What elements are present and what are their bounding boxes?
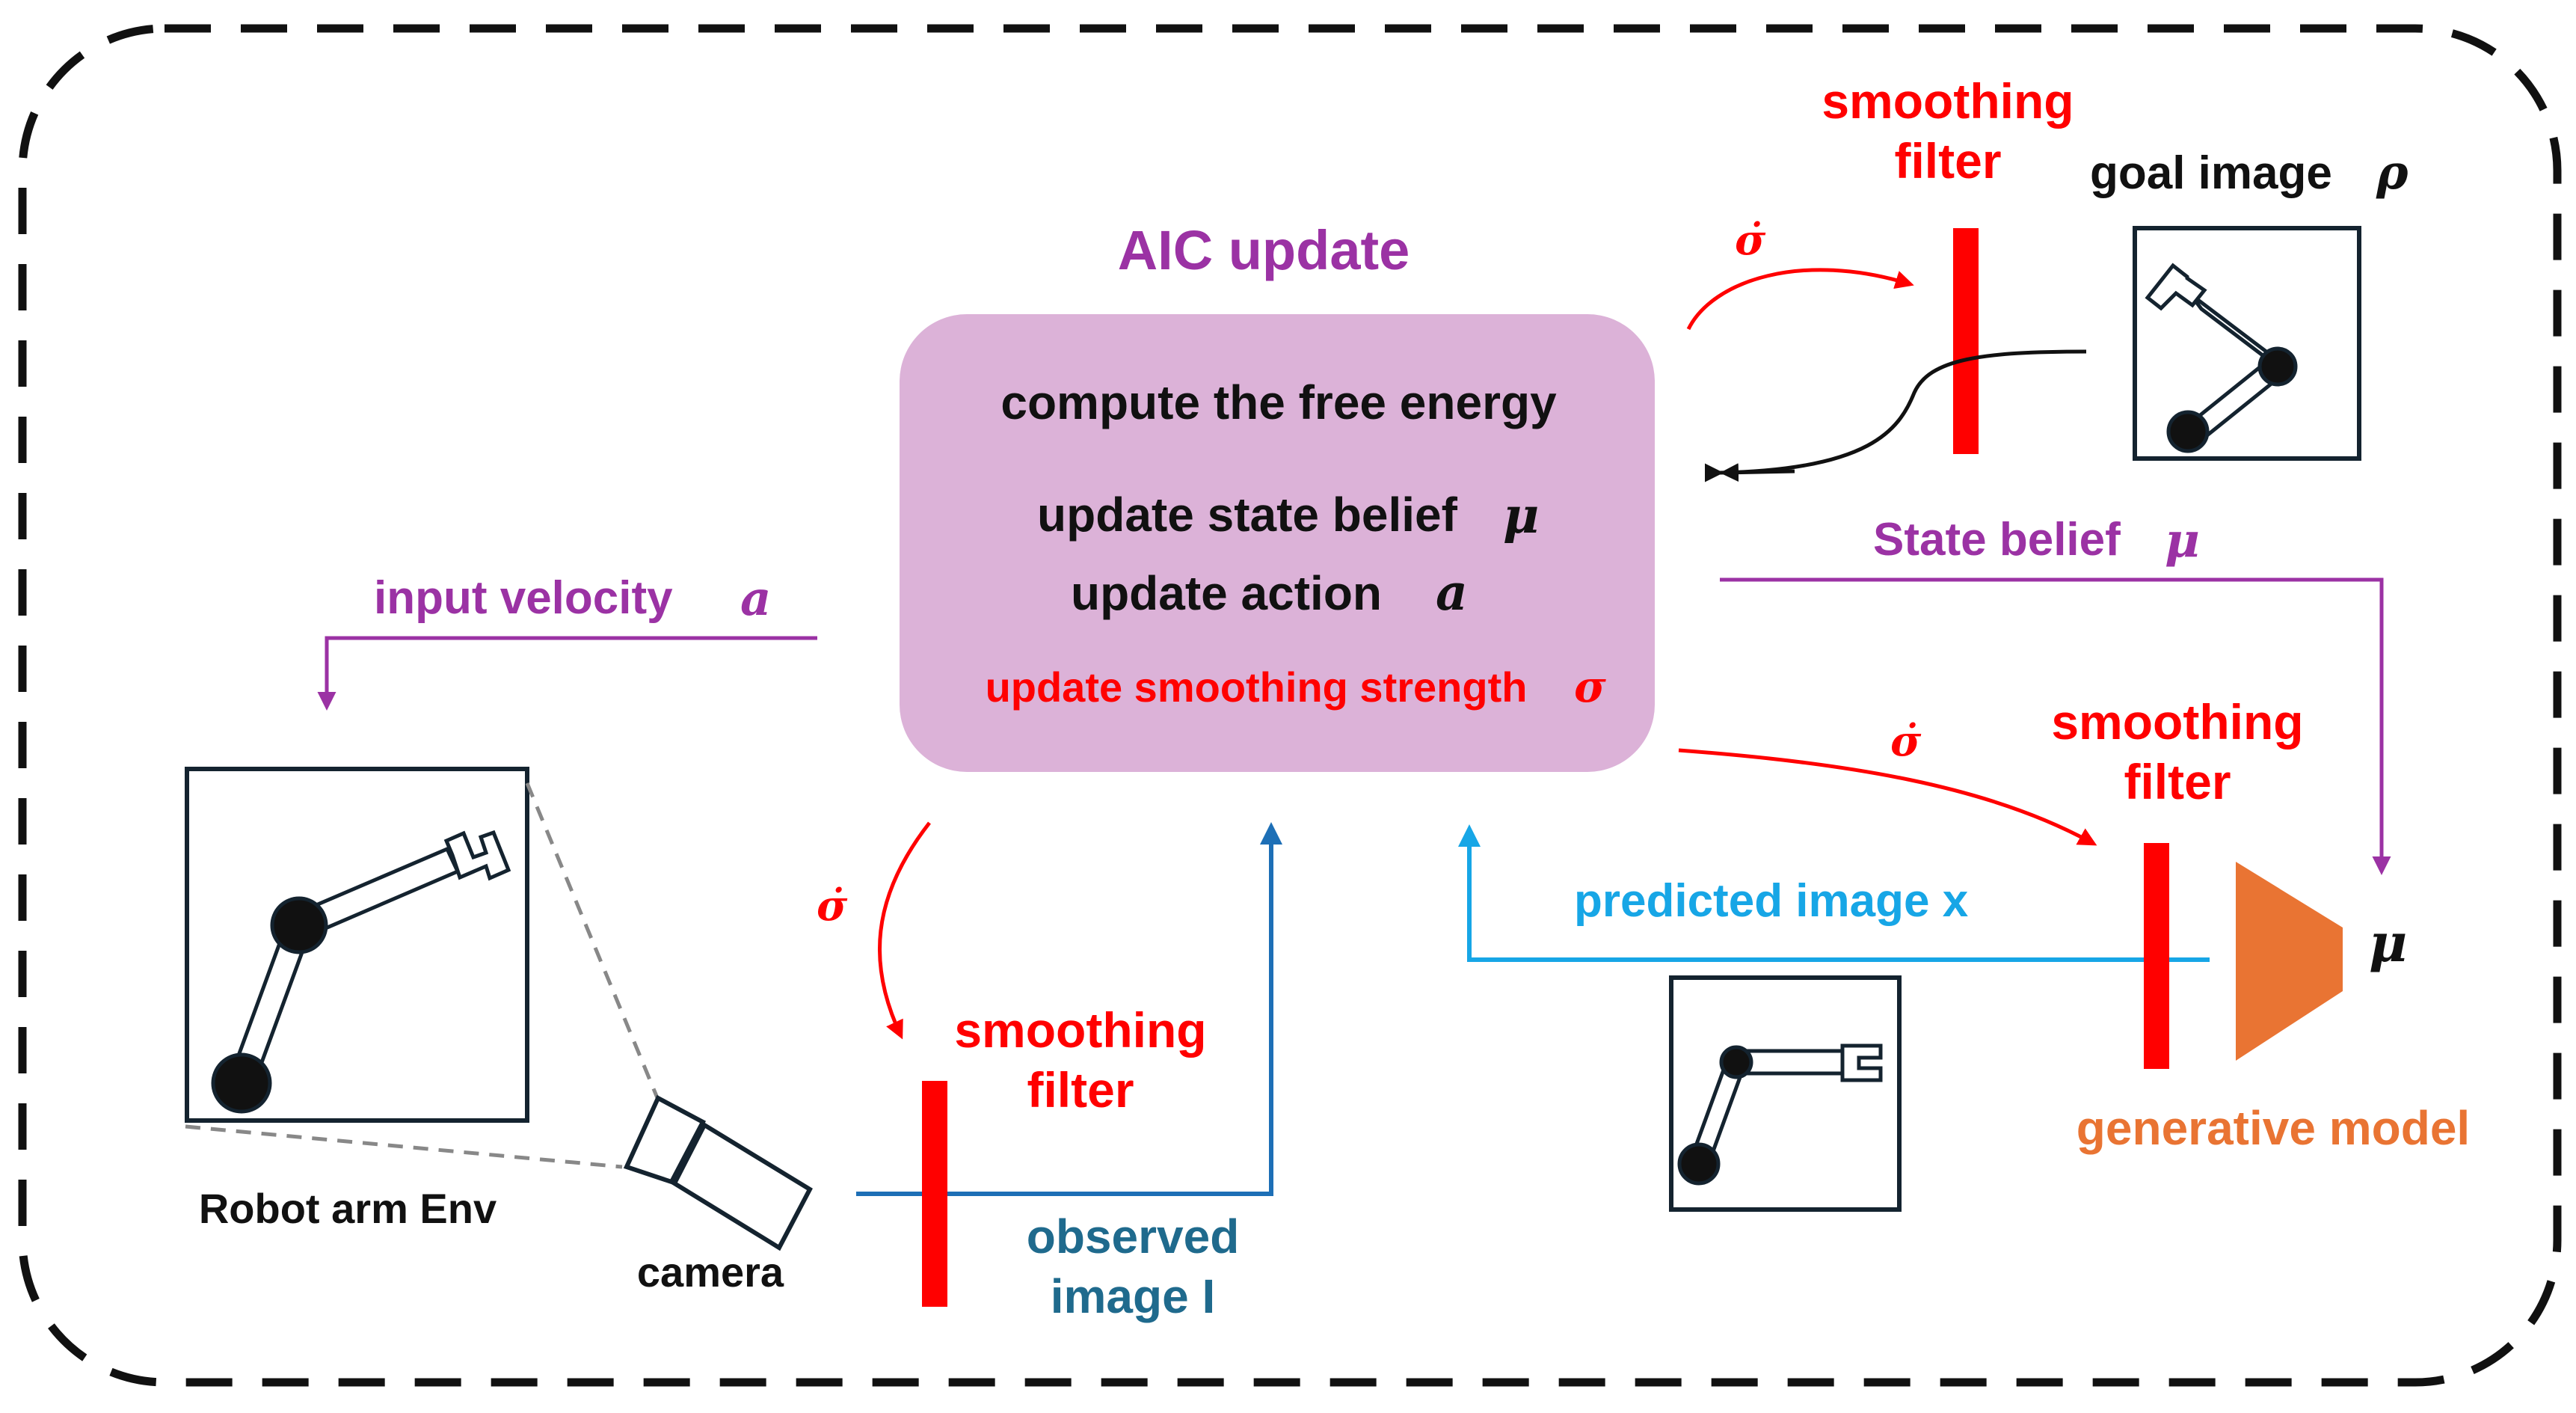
goal-to-aic-arrow: [1719, 349, 2087, 475]
robot-arm-icon: [211, 830, 511, 1114]
goal-image-sym: ρ: [2376, 144, 2409, 200]
aic-line-action: update action: [1071, 566, 1382, 620]
goal-to-aic-arrow-tail: [1720, 463, 1795, 482]
smoothing-filter-top-icon: [1953, 228, 1979, 454]
robot-env-label: Robot arm Env: [199, 1185, 497, 1232]
smoothing-filter-right-label-2: filter: [2124, 754, 2231, 809]
goal-image-label: goal image: [2090, 147, 2332, 199]
smoothing-filter-top-label-2: filter: [1894, 133, 2001, 188]
state-belief-label: State belief: [1873, 514, 2121, 565]
state-belief-sym: μ: [2165, 512, 2200, 568]
smoothing-filter-top-label-1: smoothing: [1822, 73, 2074, 129]
smoothing-filter-bottom-label-2: filter: [1027, 1062, 1134, 1118]
camera-view-line-top: [525, 782, 660, 1100]
predicted-robot-arm-icon: [1677, 1043, 1883, 1186]
outer-dashed-frame: [18, 24, 2562, 1387]
goal-robot-arm-icon: [2145, 263, 2298, 453]
aic-line-free-energy: compute the free energy: [1000, 376, 1557, 429]
generative-model-label: generative model: [2077, 1101, 2470, 1155]
camera-view-line-bottom: [185, 1124, 623, 1169]
smoothing-filter-bottom-label-1: smoothing: [954, 1002, 1206, 1058]
input-velocity-arrow: [317, 636, 817, 711]
sigma-dot-right-arrow: [1678, 748, 2097, 846]
observed-image-label-2: image I: [1051, 1269, 1216, 1323]
generative-mu: μ: [2369, 912, 2407, 974]
aic-line-smoothing: update smoothing strength: [986, 663, 1528, 711]
smoothing-filter-bottom-icon: [922, 1081, 947, 1307]
predicted-image-arrow: [1458, 824, 2210, 962]
smoothing-filter-right-icon: [2144, 843, 2169, 1069]
aic-line-state-belief-sym: μ: [1503, 486, 1539, 545]
aic-update-box: [900, 314, 1655, 772]
smoothing-filter-right-label-1: smoothing: [2051, 694, 2303, 750]
aic-line-state-belief: update state belief: [1037, 488, 1458, 542]
observed-image-label-1: observed: [1027, 1210, 1240, 1263]
camera-label: camera: [637, 1248, 784, 1296]
generative-model-icon: [2236, 862, 2343, 1061]
aic-line-smoothing-sym: σ: [1574, 661, 1606, 712]
state-belief-arrow: [1720, 577, 2391, 875]
input-velocity-sym: a: [740, 571, 771, 627]
camera-icon: [623, 1094, 813, 1251]
predicted-image-label: predicted image x: [1574, 875, 1969, 927]
sigma-dot-right: σ̇: [1890, 717, 1922, 766]
aic-update-title: AIC update: [1118, 219, 1410, 281]
sigma-dot-bottom-arrow: [878, 821, 931, 1040]
sigma-dot-top: σ̇: [1735, 215, 1766, 265]
observed-image-arrow: [856, 822, 1282, 1196]
input-velocity-label: input velocity: [374, 572, 673, 624]
aic-line-action-sym: a: [1436, 563, 1468, 622]
sigma-dot-bottom: σ̇: [817, 881, 848, 931]
sigma-dot-top-arrow: [1686, 268, 1914, 331]
